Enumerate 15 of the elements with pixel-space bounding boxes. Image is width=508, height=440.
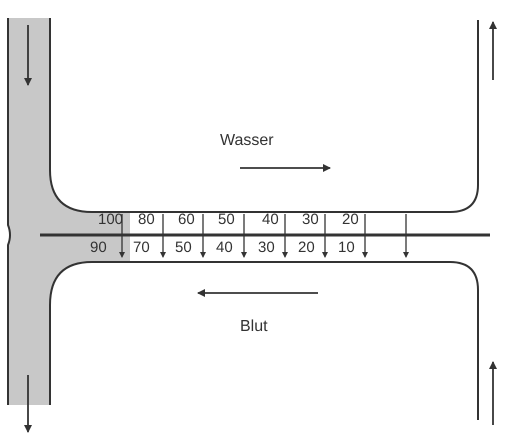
- value-label: 40: [262, 212, 279, 228]
- value-label: 10: [338, 240, 355, 256]
- value-label: 20: [342, 212, 359, 228]
- value-label: 20: [298, 240, 315, 256]
- value-label: 60: [178, 212, 195, 228]
- value-label: 90: [90, 240, 107, 256]
- value-label: 40: [216, 240, 233, 256]
- flow-label: Wasser: [220, 132, 274, 150]
- flow-label: Blut: [240, 318, 268, 336]
- value-label: 30: [302, 212, 319, 228]
- value-label: 80: [138, 212, 155, 228]
- value-label: 50: [175, 240, 192, 256]
- value-label: 30: [258, 240, 275, 256]
- value-label: 50: [218, 212, 235, 228]
- value-label: 70: [133, 240, 150, 256]
